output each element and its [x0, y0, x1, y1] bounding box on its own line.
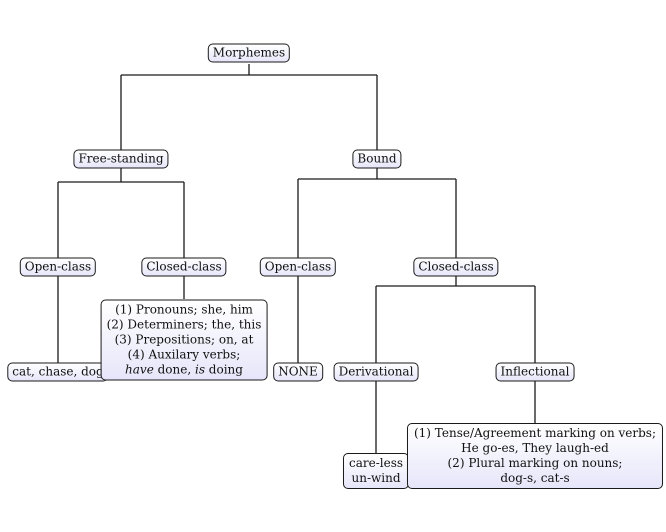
- closed-examples-line-3: (3) Prepositions; on, at: [114, 332, 254, 347]
- edge-free-branch: [57, 168, 185, 258]
- node-none-label: NONE: [278, 364, 318, 379]
- node-derivational: Derivational: [333, 362, 419, 382]
- inflectional-examples-line-3: (2) Plural marking on nouns;: [447, 456, 623, 470]
- node-inflectional-label: Inflectional: [500, 364, 570, 379]
- derivational-examples-line-2: un-wind: [351, 471, 401, 485]
- node-open-examples-label: cat, chase, dog: [12, 364, 104, 379]
- node-free-closed-class-label: Closed-class: [146, 259, 222, 274]
- edge-bound-branch: [297, 168, 457, 258]
- node-free-standing: Free-standing: [73, 149, 169, 169]
- closed-examples-line-5: have done, is doing: [107, 363, 262, 378]
- node-inflectional: Inflectional: [495, 362, 575, 382]
- node-free-standing-label: Free-standing: [78, 151, 164, 166]
- node-bound-closed-class-label: Closed-class: [418, 259, 494, 274]
- node-bound-open-class: Open-class: [259, 257, 337, 277]
- node-bound: Bound: [352, 149, 402, 169]
- node-bound-label: Bound: [357, 151, 397, 166]
- derivational-examples-line-1: care-less: [348, 456, 404, 470]
- node-open-examples: cat, chase, dog: [7, 362, 109, 382]
- closed-examples-have: have: [125, 362, 154, 377]
- node-bound-open-class-label: Open-class: [264, 259, 332, 274]
- node-morphemes: Morphemes: [207, 43, 291, 63]
- node-morphemes-label: Morphemes: [212, 45, 286, 60]
- inflectional-examples-line-1: (1) Tense/Agreement marking on verbs;: [413, 426, 657, 440]
- node-free-open-class-label: Open-class: [24, 259, 92, 274]
- closed-examples-line-1: (1) Pronouns; she, him: [115, 302, 253, 317]
- node-free-open-class: Open-class: [19, 257, 97, 277]
- closed-examples-line-4: (4) Auxilary verbs;: [127, 347, 241, 362]
- closed-examples-doing: doing: [204, 362, 243, 377]
- closed-examples-line-2: (2) Determiners; the, this: [106, 317, 262, 332]
- closed-examples-done: done,: [153, 362, 195, 377]
- node-none: NONE: [273, 362, 323, 382]
- closed-examples-is: is: [194, 362, 205, 377]
- inflectional-examples-line-4: dog-s, cat-s: [500, 471, 570, 485]
- node-closed-examples: (1) Pronouns; she, him (2) Determiners; …: [100, 299, 268, 381]
- node-derivational-label: Derivational: [338, 364, 414, 379]
- node-inflectional-examples: (1) Tense/Agreement marking on verbs; He…: [406, 423, 664, 489]
- node-free-closed-class: Closed-class: [141, 257, 227, 277]
- edge-bound-closed-branch: [375, 276, 536, 363]
- node-bound-closed-class: Closed-class: [413, 257, 499, 277]
- edge-morphemes-branch: [120, 64, 378, 150]
- inflectional-examples-line-2: He go-es, They laugh-ed: [461, 441, 609, 455]
- node-derivational-examples: care-less un-wind: [342, 453, 410, 489]
